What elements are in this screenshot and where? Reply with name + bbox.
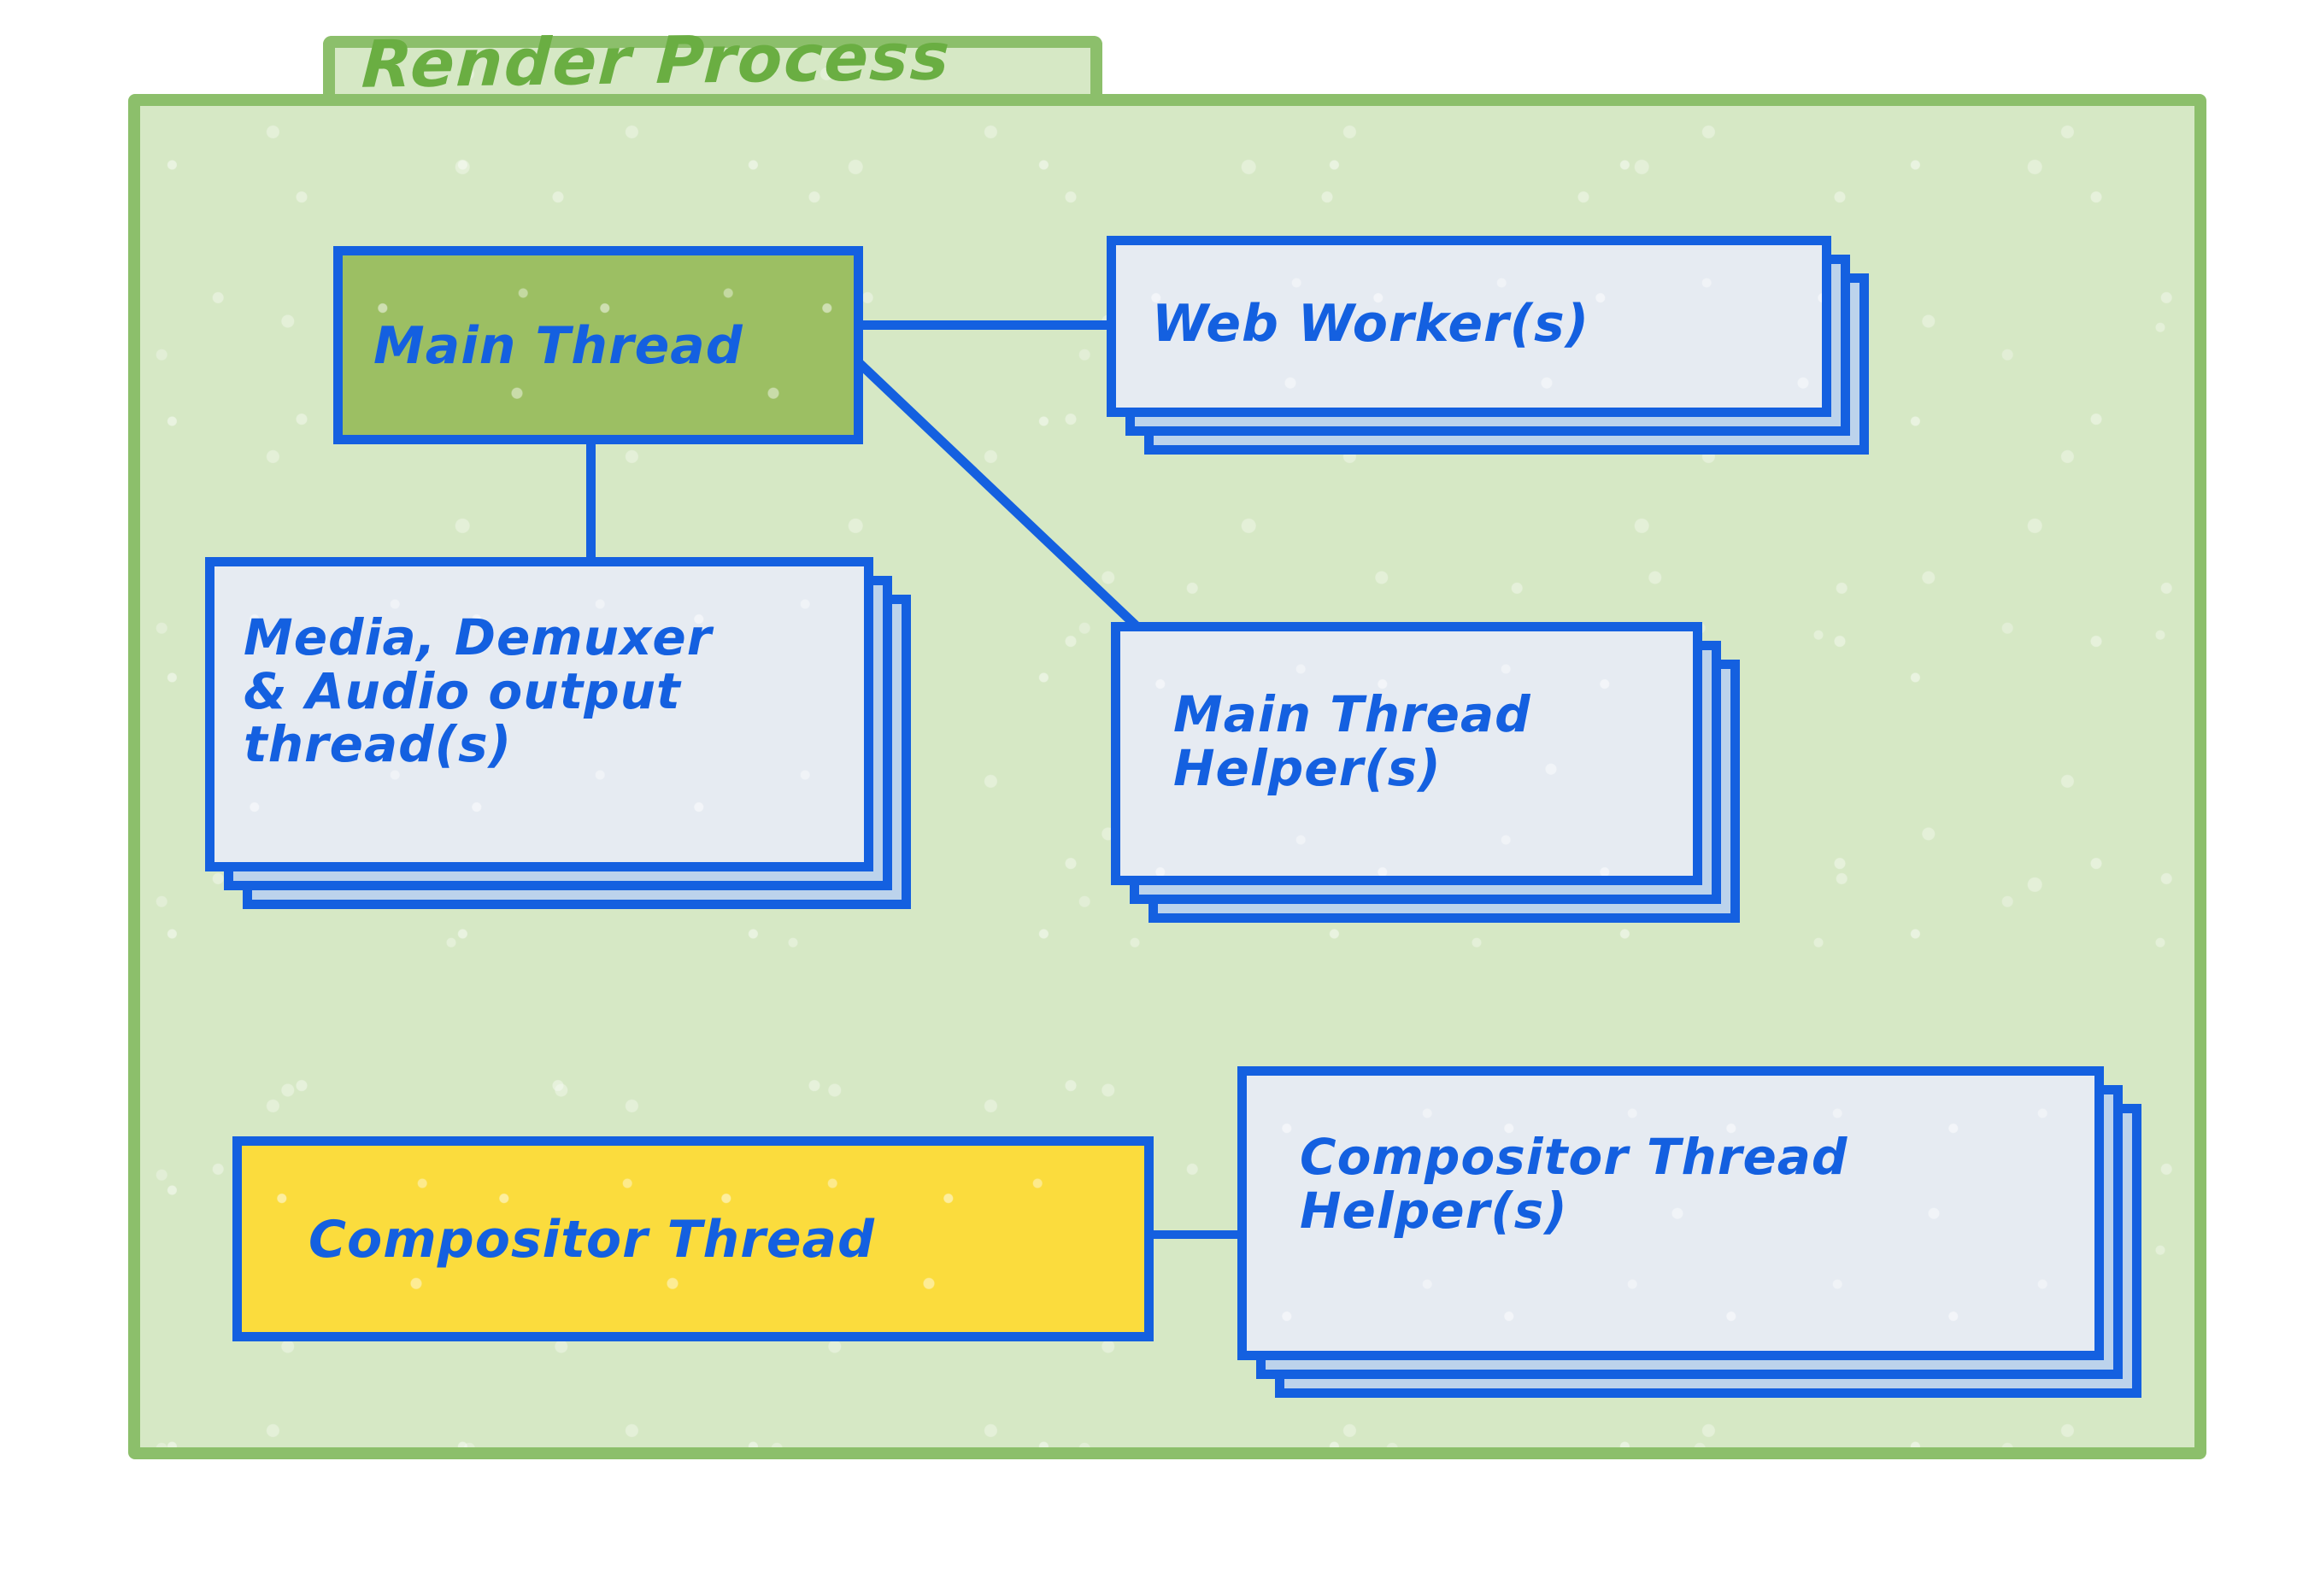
connector-main-thread-to-web-worker: [855, 320, 1115, 330]
node-main-thread-label: Main Thread: [373, 316, 743, 376]
page-title: Render Process: [360, 18, 954, 103]
node-media-thread[interactable]: Media, Demuxer & Audio output thread(s): [205, 557, 873, 871]
node-compositor-thread-label: Compositor Thread: [308, 1210, 875, 1270]
node-web-worker-label: Web Worker(s): [1152, 294, 1590, 354]
node-main-thread-helper[interactable]: Main Thread Helper(s): [1111, 622, 1702, 885]
node-compositor-thread[interactable]: Compositor Thread: [232, 1136, 1154, 1341]
node-compositor-helper-label: Compositor Thread Helper(s): [1300, 1128, 1848, 1240]
node-web-worker[interactable]: Web Worker(s): [1107, 236, 1831, 417]
connector-main-thread-to-media-thread: [586, 436, 596, 564]
node-media-thread-label: Media, Demuxer & Audio output thread(s): [244, 608, 713, 774]
node-main-thread-helper-label: Main Thread Helper(s): [1173, 685, 1531, 797]
connector-compositor-thread-to-compositor-helper: [1147, 1230, 1244, 1239]
node-main-thread[interactable]: Main Thread: [333, 246, 863, 444]
node-compositor-helper[interactable]: Compositor Thread Helper(s): [1237, 1066, 2104, 1360]
